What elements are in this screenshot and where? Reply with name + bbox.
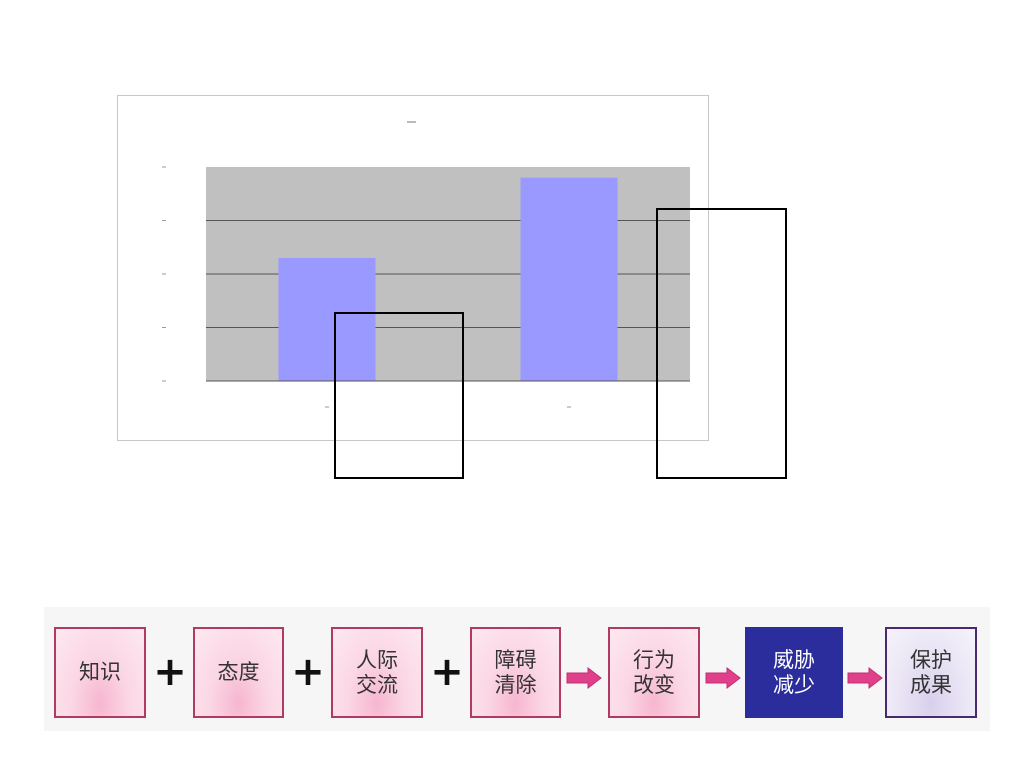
step-label-line: 人际 (356, 647, 398, 672)
highlight-box-right (656, 208, 787, 479)
step-label-line: 态度 (217, 660, 260, 684)
arrow-right-icon (705, 667, 741, 689)
step-label-line: 保护 (910, 647, 952, 672)
bar (520, 177, 618, 381)
step-behavior-change: 行为 改变 (608, 627, 700, 718)
step-label-line: 行为 (633, 647, 675, 672)
axis-ticks (162, 166, 571, 408)
step-attitude: 态度 (193, 627, 284, 718)
step-label-line: 改变 (633, 672, 675, 697)
bar (278, 257, 376, 381)
step-label-line: 交流 (356, 672, 398, 697)
plus-icon: + (430, 649, 464, 695)
step-label-line: 清除 (494, 672, 537, 697)
plus-icon: + (291, 649, 325, 695)
step-label-line: 知识 (79, 660, 121, 684)
step-barrier-removal: 障碍 清除 (470, 627, 561, 718)
step-label-line: 减少 (773, 672, 815, 697)
step-conservation-outcome: 保护 成果 (885, 627, 977, 718)
highlight-box-left (334, 312, 464, 479)
arrow-right-icon (847, 667, 883, 689)
arrow-right-icon (566, 667, 602, 689)
step-label-line: 障碍 (494, 647, 537, 672)
bars (278, 177, 618, 381)
step-communication: 人际 交流 (331, 627, 423, 718)
step-threat-reduction: 威胁 减少 (745, 627, 843, 718)
step-knowledge: 知识 (54, 627, 146, 718)
step-label-line: 成果 (910, 672, 952, 697)
step-label-line: 威胁 (773, 647, 815, 672)
plus-icon: + (153, 649, 187, 695)
